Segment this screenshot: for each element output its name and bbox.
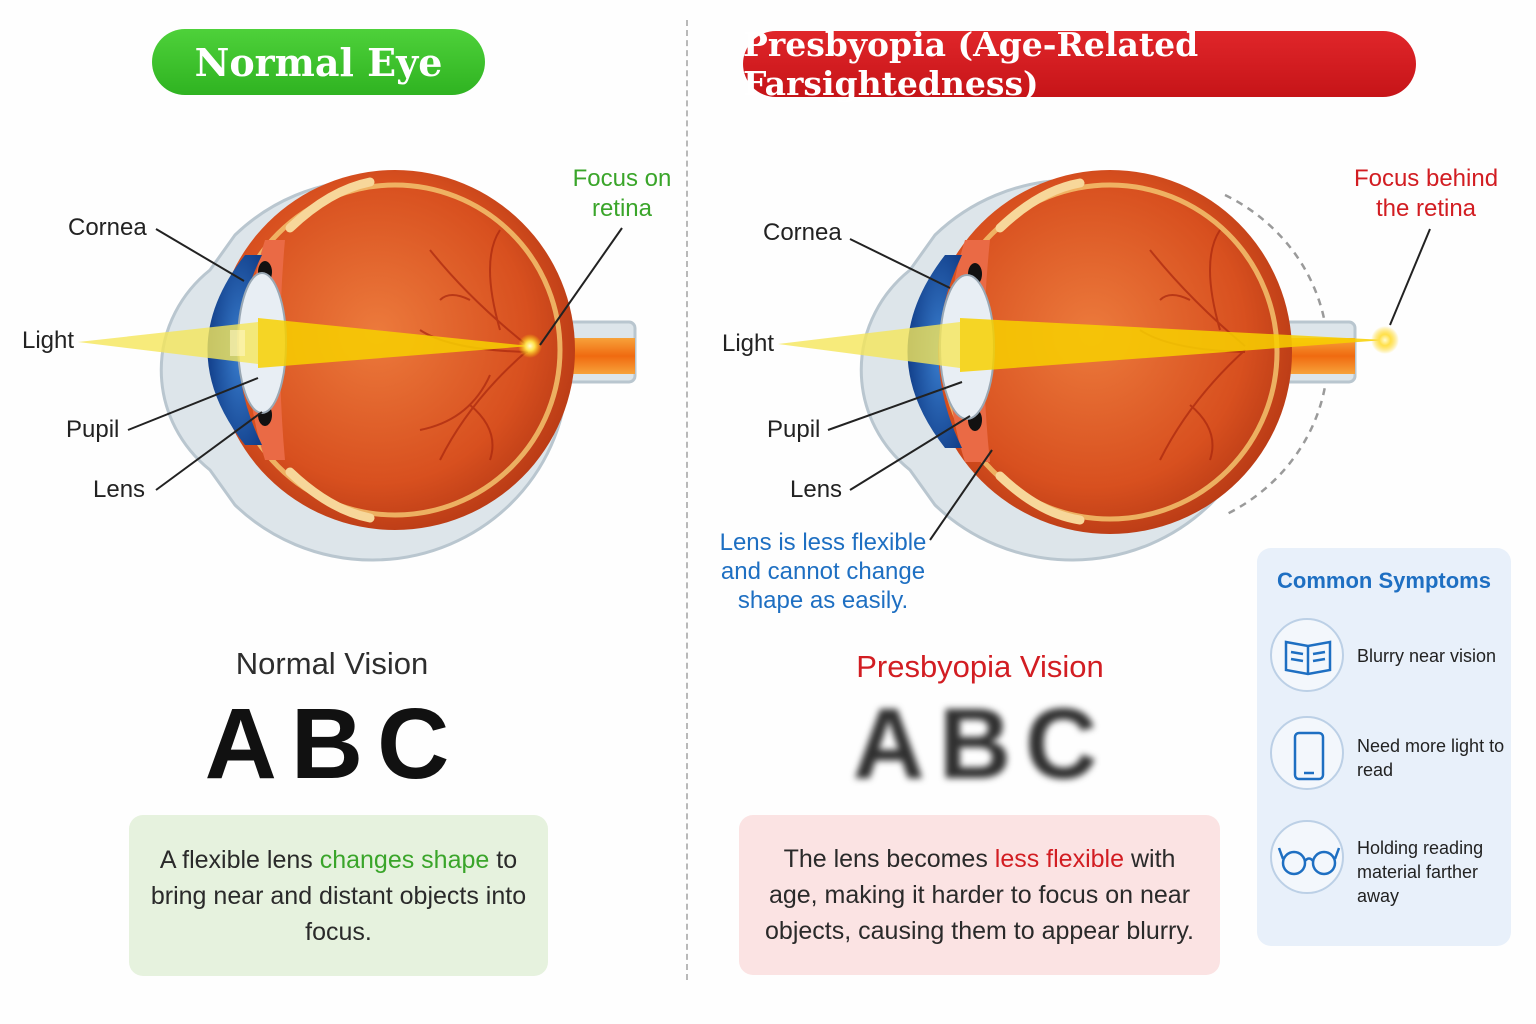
normal-eye-illustration	[78, 170, 637, 562]
normal-vision-letters: ABC	[204, 688, 464, 800]
lens-flexibility-callout: Lens is less flexible and cannot change …	[719, 529, 927, 614]
smartphone-icon	[1293, 731, 1325, 781]
presbyopia-explanation-text: The lens becomes less flexible with age,…	[765, 845, 1194, 945]
panel-divider	[686, 20, 688, 980]
symptom-item: Blurry near vision	[1357, 646, 1497, 666]
cornea-label: Cornea	[763, 219, 842, 246]
focus-behind-retina-callout: Focus behind the retina	[1353, 165, 1499, 222]
lens-label: Lens	[93, 476, 146, 503]
lens-label: Lens	[790, 476, 843, 503]
focus-on-retina-callout: Focus on retina	[572, 165, 672, 222]
smartphone-icon-badge	[1270, 716, 1344, 790]
normal-explanation-text: A flexible lens changes shape to bring n…	[150, 845, 527, 946]
pupil-label: Pupil	[66, 416, 120, 443]
pupil-label: Pupil	[767, 416, 821, 443]
presbyopia-vision-title: Presbyopia Vision	[856, 649, 1104, 684]
open-book-icon	[1284, 640, 1332, 676]
glasses-icon	[1277, 847, 1341, 876]
common-symptoms-card: Common Symptoms Blurry near vision Need …	[1257, 548, 1511, 946]
normal-explanation-box: A flexible lens changes shape to bring n…	[129, 815, 548, 976]
symptom-item: Need more light to read	[1357, 736, 1505, 780]
symptom-item: Holding reading material farther away	[1357, 838, 1484, 906]
focus-point	[1371, 326, 1399, 354]
presbyopia-vision-letters: ABC	[852, 688, 1112, 800]
open-book-icon-badge	[1270, 618, 1344, 692]
normal-eye-title: Normal Eye	[152, 29, 485, 95]
presbyopia-explanation-box: The lens becomes less flexible with age,…	[739, 815, 1220, 975]
highlight-text: less flexible	[994, 845, 1125, 873]
highlight-text: changes shape	[319, 845, 490, 874]
presbyopia-title: Presbyopia (Age-Related Farsightedness)	[743, 25, 1416, 103]
focus-point	[518, 334, 542, 358]
symptoms-title: Common Symptoms	[1277, 568, 1491, 593]
normal-vision-title: Normal Vision	[235, 646, 429, 681]
cornea-label: Cornea	[68, 214, 147, 241]
light-label: Light	[22, 327, 75, 354]
presbyopia-eye-illustration	[778, 170, 1431, 562]
light-label: Light	[722, 330, 775, 357]
